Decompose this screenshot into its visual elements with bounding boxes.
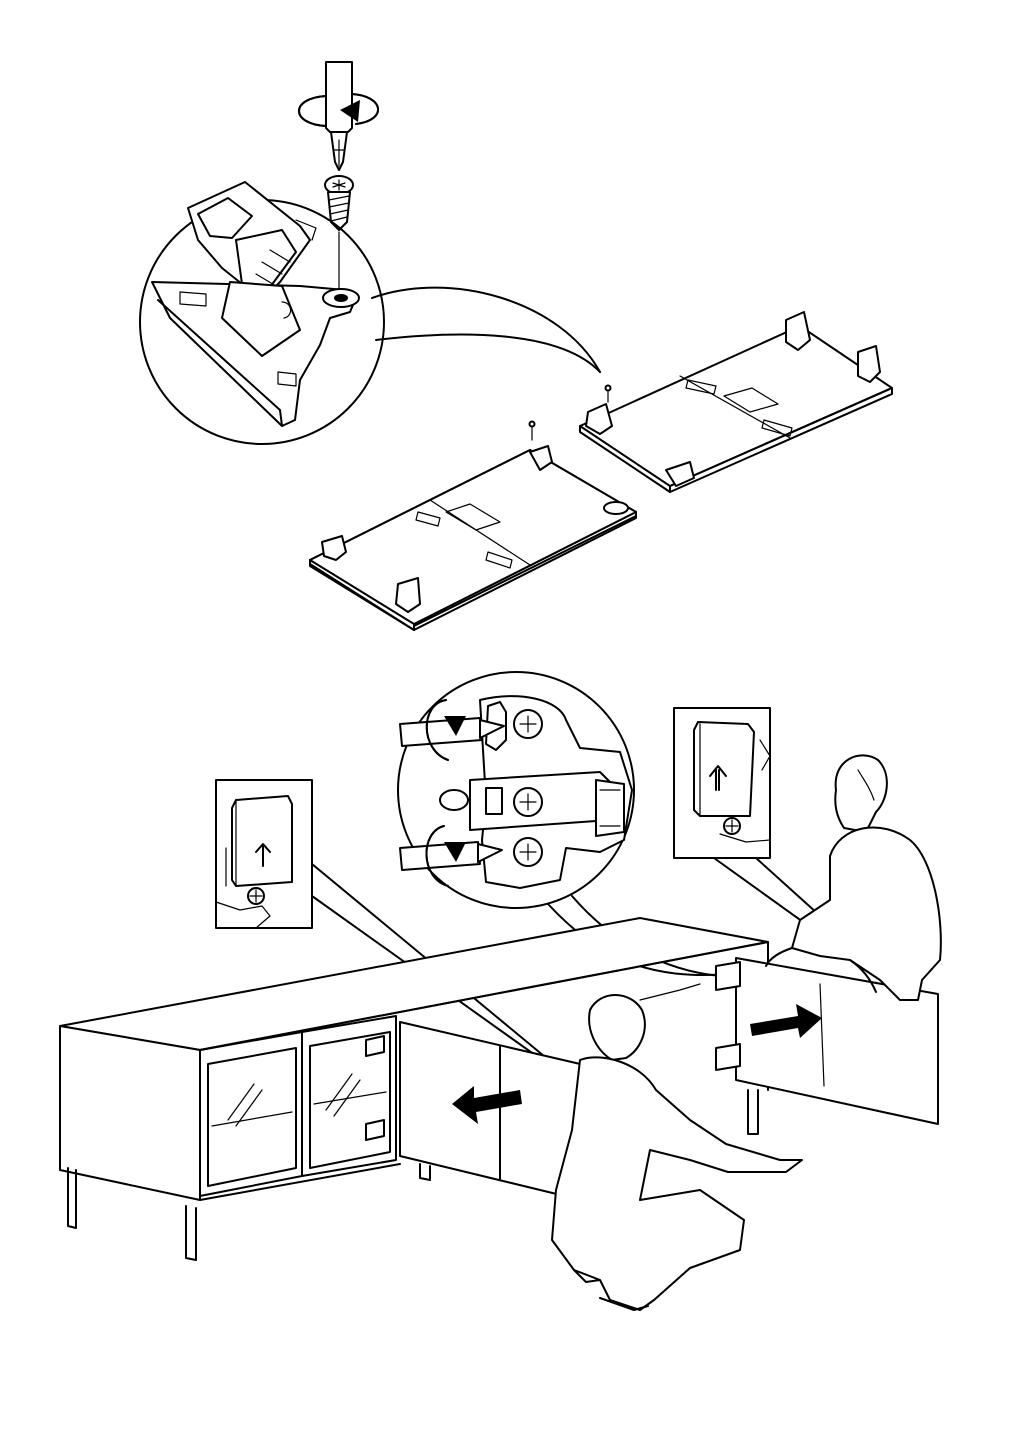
callout-right xyxy=(673,707,921,1007)
screwdriver-icon xyxy=(325,61,353,171)
callout-left xyxy=(215,779,557,1071)
hinge-closeup xyxy=(397,671,731,977)
door-panel-2 xyxy=(579,311,893,493)
door-panel-1 xyxy=(309,420,637,631)
tv-bench xyxy=(59,917,939,1261)
arrow-up-icon xyxy=(709,765,727,791)
arrow-right-icon xyxy=(750,1004,822,1038)
hinge-detail xyxy=(151,181,360,427)
arrow-left-icon xyxy=(452,1086,522,1124)
rotate-clockwise-icon xyxy=(425,699,466,887)
standing-person xyxy=(765,754,942,1001)
screw-icon xyxy=(324,175,354,297)
step-48-illustration xyxy=(59,671,942,1311)
arrow-up-icon xyxy=(255,843,271,867)
crouching-person xyxy=(551,983,803,1311)
rotate-clockwise-icon xyxy=(298,93,379,127)
step-47-illustration xyxy=(139,61,893,631)
